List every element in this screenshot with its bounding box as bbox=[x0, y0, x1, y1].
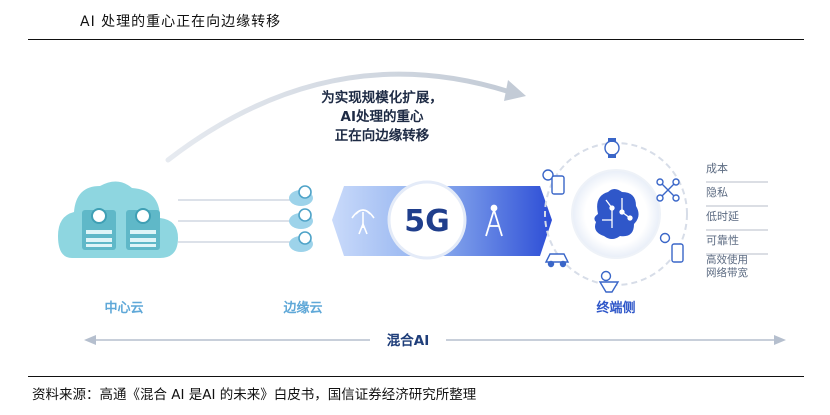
phone-icon bbox=[659, 232, 684, 263]
cloud-edge-links bbox=[178, 199, 290, 243]
cell-tower-icon bbox=[485, 204, 503, 237]
benefit-reliability: 可靠性 bbox=[706, 233, 739, 247]
arc-text-line2: AI处理的重心 bbox=[341, 108, 424, 125]
benefit-privacy: 隐私 bbox=[706, 186, 728, 199]
ai-brain-icon bbox=[594, 189, 639, 239]
drone-icon bbox=[656, 178, 680, 202]
benefit-latency: 低时延 bbox=[706, 210, 739, 223]
benefit-efficient-use: 高效使用 bbox=[706, 253, 748, 266]
bottom-rule bbox=[28, 376, 804, 377]
5g-badge bbox=[387, 180, 467, 260]
edge-cloud-label: 边缘云 bbox=[282, 300, 322, 316]
benefit-bandwidth: 网络带宽 bbox=[706, 266, 748, 279]
arc-text-line1: 为实现规模化扩展， bbox=[321, 89, 443, 106]
central-cloud-label: 中心云 bbox=[104, 300, 143, 316]
figure-title: AI 处理的重心正在向边缘转移 bbox=[80, 14, 282, 30]
source-note: 资料来源：高通《混合 AI 是AI 的未来》白皮书，国信证券经济研究所整理 bbox=[32, 387, 477, 403]
security-cam-icon bbox=[598, 270, 620, 293]
5g-label: 5G bbox=[404, 204, 450, 239]
device-icons bbox=[542, 138, 684, 293]
arc-text-line3: 正在向边缘转移 bbox=[335, 127, 430, 144]
antenna-icon bbox=[351, 209, 375, 235]
benefit-cost: 成本 bbox=[706, 161, 728, 175]
shift-arc-arrow bbox=[165, 71, 526, 163]
top-rule bbox=[28, 39, 804, 40]
hybrid-ai-arrow bbox=[84, 335, 786, 345]
smartwatch-icon bbox=[604, 138, 620, 158]
central-cloud-icon bbox=[58, 181, 178, 258]
tablet-icon bbox=[542, 169, 565, 195]
car-icon bbox=[544, 253, 570, 268]
benefit-list: 成本 隐私 低时延 可靠性 高效使用 网络带宽 bbox=[706, 161, 768, 279]
hybrid-ai-label: 混合AI bbox=[387, 332, 429, 349]
device-side-label: 终端侧 bbox=[596, 300, 635, 316]
edge-cloud-icons bbox=[289, 185, 313, 252]
